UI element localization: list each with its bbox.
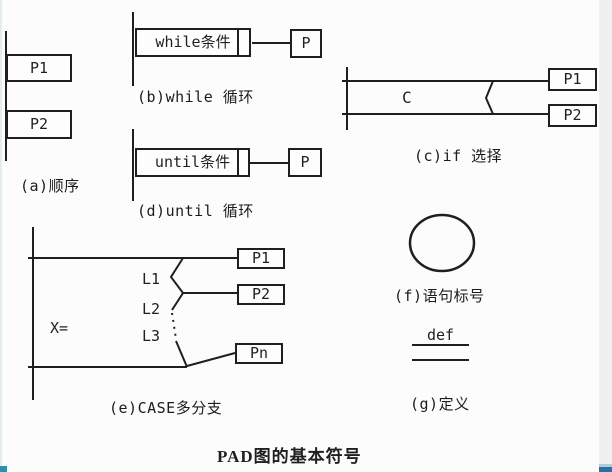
- seq-box-p1: P1: [6, 54, 72, 82]
- case-branch-box-p2: P2: [237, 284, 285, 305]
- caption-d: (d)until 循环: [137, 202, 254, 220]
- diagram-title: PAD图的基本符号: [217, 447, 362, 466]
- case-branch-p2-label: P2: [251, 285, 271, 303]
- statement-label-circle: [408, 213, 476, 273]
- right-strip-light-line: [599, 464, 612, 467]
- if-branch-p1-label: P1: [563, 70, 582, 88]
- case-selector-label: X=: [50, 319, 69, 337]
- case-zigzag-upper: [169, 257, 185, 311]
- caption-c: (c)if 选择: [414, 147, 503, 165]
- if-chevron: [484, 80, 494, 115]
- case-label-l2: L2: [142, 300, 161, 318]
- case-branch-p1-label: P1: [251, 249, 271, 267]
- case-branch-pn-label: Pn: [249, 344, 269, 362]
- case-label-l3: L3: [142, 327, 161, 345]
- while-condition-box: while条件: [135, 28, 251, 57]
- case-label-l1: L1: [142, 270, 161, 288]
- case-zigzag-dotted: [171, 312, 177, 340]
- bottom-left-teal-block: [0, 466, 7, 472]
- seq-box-p1-label: P1: [29, 58, 49, 77]
- right-strip-blue-bar: [599, 467, 612, 472]
- caption-e: (e)CASE多分支: [109, 399, 223, 417]
- caption-g: (g)定义: [410, 395, 470, 413]
- if-branch-p2-label: P2: [563, 106, 582, 124]
- caption-b: (b)while 循环: [137, 88, 254, 106]
- case-branchN-connector: [186, 352, 236, 367]
- until-condition-box: until条件: [135, 148, 250, 177]
- caption-f: (f)语句标号: [394, 287, 485, 305]
- while-process-label: P: [301, 34, 311, 52]
- if-branch-box-p1: P1: [548, 68, 597, 91]
- seq-box-p2-label: P2: [29, 115, 49, 133]
- right-edge-strip: [599, 0, 612, 472]
- caption-a: (a)顺序: [20, 177, 80, 195]
- until-process-label: P: [300, 153, 310, 171]
- def-text: def: [426, 326, 455, 344]
- while-condition-label: while条件: [155, 33, 231, 51]
- case-zigzag-lower: [175, 340, 188, 368]
- until-box-divider: [237, 148, 239, 177]
- left-edge-strip: [0, 0, 2, 472]
- if-condition-label: C: [402, 88, 412, 107]
- while-process-box: P: [290, 29, 322, 58]
- until-process-box: P: [288, 148, 322, 177]
- until-condition-label: until条件: [154, 153, 231, 171]
- if-branch-box-p2: P2: [548, 104, 597, 127]
- case-branch-box-pn: Pn: [235, 343, 283, 364]
- while-box-divider: [237, 28, 239, 57]
- seq-box-p2: P2: [6, 110, 72, 139]
- case-branch-box-p1: P1: [237, 248, 285, 269]
